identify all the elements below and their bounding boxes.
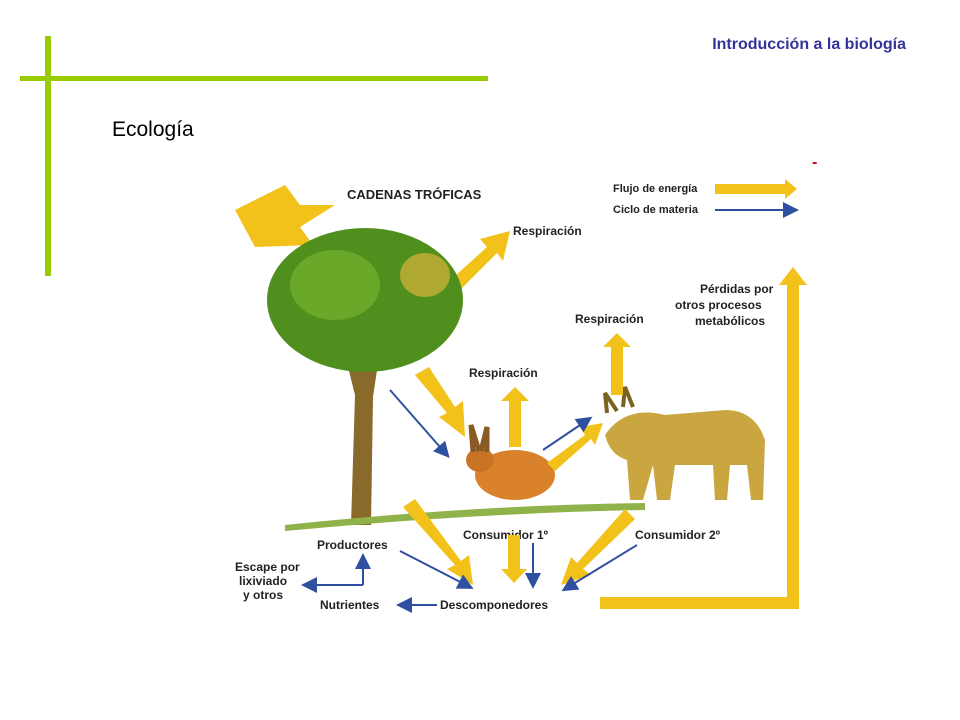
leaching-label-line1: Escape por <box>235 560 300 574</box>
respiration-label-mid: Respiración <box>469 366 538 380</box>
leaching-label-line3: y otros <box>243 588 283 602</box>
losses-label-line1: Pérdidas por <box>700 282 774 296</box>
matter-arrow-producers-to-decomposers <box>399 550 474 589</box>
ground-line <box>285 503 645 531</box>
matter-arrow-rabbit-to-lynx <box>542 416 593 451</box>
rabbit-ears <box>468 424 490 453</box>
energy-arrow-consumer2-to-decomposers <box>561 509 635 585</box>
diagram-svg: CADENAS TRÓFICAS Flujo de energía Ciclo … <box>235 179 807 613</box>
matter-arrow-consumer2-to-decomposers <box>561 544 638 592</box>
left-accent-bar <box>45 36 51 276</box>
losses-label-line2: otros procesos <box>675 298 762 312</box>
trophic-chain-diagram: CADENAS TRÓFICAS Flujo de energía Ciclo … <box>225 165 820 640</box>
energy-arrow-producers-to-decomposers <box>403 499 473 585</box>
respiration-label-top: Respiración <box>513 224 582 238</box>
tree-crown-highlight <box>290 250 380 320</box>
rabbit-body <box>475 450 555 500</box>
tree-trunk <box>345 340 380 525</box>
lynx-ears <box>603 386 635 414</box>
respiration-label-right: Respiración <box>575 312 644 326</box>
solar-energy-arrow <box>235 185 335 247</box>
rabbit-head <box>466 448 494 472</box>
matter-arrow-tree-to-rabbit <box>389 389 450 459</box>
energy-arrow-tree-to-rabbit <box>415 367 465 437</box>
rabbit-respiration-arrow <box>501 387 529 447</box>
slide-title: Ecología <box>112 118 194 141</box>
losses-label-line3: metabólicos <box>695 314 765 328</box>
consumer2-label: Consumidor 2º <box>635 528 721 542</box>
lynx-respiration-arrow <box>603 333 631 395</box>
top-accent-bar <box>20 76 488 81</box>
decomposers-label: Descomponedores <box>440 598 548 612</box>
tree-respiration-arrow <box>445 231 510 293</box>
nutrients-label: Nutrientes <box>320 598 380 612</box>
consumer1-label: Consumidor 1º <box>463 528 549 542</box>
energy-arrow-rabbit-to-lynx <box>547 423 603 471</box>
leaching-label-line2: lixiviado <box>239 574 287 588</box>
legend-matter-label: Ciclo de materia <box>613 204 699 216</box>
diagram-title: CADENAS TRÓFICAS <box>347 187 482 202</box>
red-dash-marker: - <box>812 154 818 171</box>
producers-label: Productores <box>317 538 388 552</box>
lynx-body <box>605 410 765 500</box>
tree-crown-flowers <box>400 253 450 297</box>
legend-energy-label: Flujo de energía <box>613 183 698 195</box>
energy-arrow-consumer1-to-decomposers <box>501 535 527 583</box>
legend-energy-arrow <box>715 179 797 199</box>
course-header: Introducción a la biología <box>712 36 906 53</box>
